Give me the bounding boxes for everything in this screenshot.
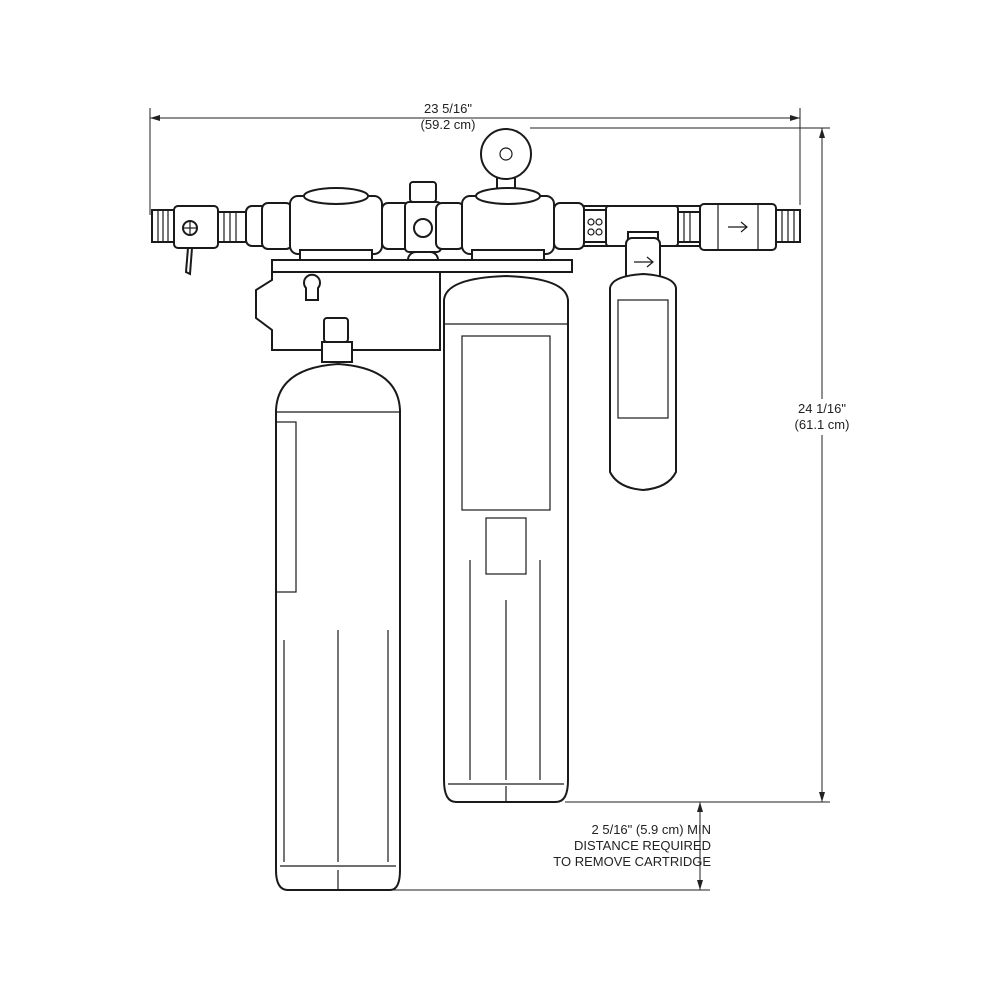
height-metric: (61.1 cm) <box>794 417 850 432</box>
height-dimension-line <box>530 127 830 803</box>
clearance-line-3: TO REMOVE CARTRIDGE <box>553 854 711 869</box>
pressure-gauge <box>480 128 532 191</box>
width-metric: (59.2 cm) <box>420 117 476 132</box>
height-imperial: 24 1/16" <box>798 401 846 416</box>
width-imperial: 23 5/16" <box>424 101 472 116</box>
height-label: 24 1/16" (61.1 cm) <box>794 399 850 435</box>
mounting-bracket <box>255 259 573 351</box>
width-label: 23 5/16" (59.2 cm) <box>421 101 476 133</box>
middle-cartridge <box>443 274 569 803</box>
clearance-label: 2 5/16" (5.9 cm) MIN DISTANCE REQUIRED T… <box>540 822 711 870</box>
left-cartridge <box>275 317 401 891</box>
clearance-dimension-line <box>390 802 710 891</box>
small-prefilter <box>609 237 677 492</box>
width-dimension-line <box>149 108 801 215</box>
clearance-line-1: 2 5/16" (5.9 cm) MIN <box>591 822 711 837</box>
clearance-line-2: DISTANCE REQUIRED <box>574 838 711 853</box>
